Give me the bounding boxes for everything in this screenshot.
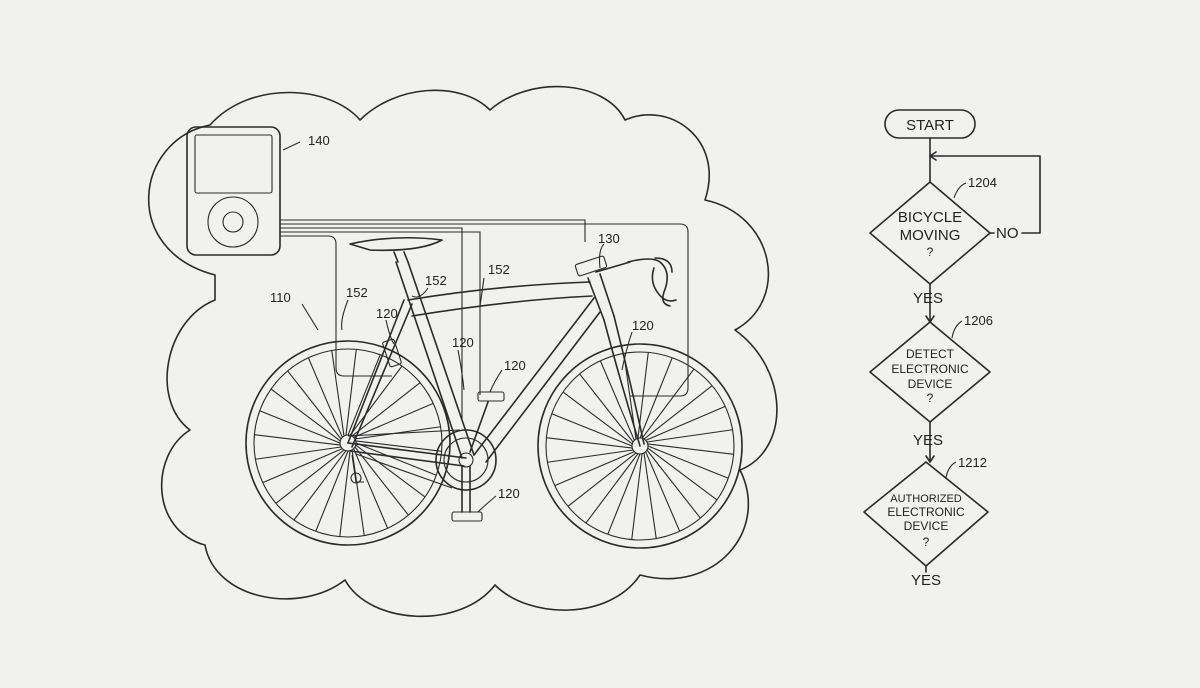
wheel-spoke — [639, 357, 673, 439]
flow-d1-line1: BICYCLE — [898, 209, 962, 226]
flow-yes1-label: YES — [913, 290, 943, 307]
wheel-spoke — [293, 450, 347, 521]
label-leaders — [301, 243, 633, 513]
wheel-spoke — [546, 437, 633, 449]
label-120-crank: 120 — [498, 486, 520, 501]
flow-d2-line1: DETECT — [906, 347, 955, 361]
wheel-spoke — [551, 413, 633, 447]
wheel-spoke — [567, 452, 637, 507]
wheel-spoke — [270, 388, 341, 442]
flow-d1-ref: 1204 — [968, 175, 997, 190]
flow-yes3-label: YES — [911, 572, 941, 589]
wheel-spoke — [647, 447, 718, 501]
wheel-spoke — [554, 451, 635, 487]
wheel-spoke — [646, 449, 701, 519]
wheel-spoke — [547, 449, 634, 463]
wheel-spoke — [585, 453, 639, 524]
flow-d2-ref: 1206 — [964, 313, 993, 328]
label-120-seatstay: 120 — [376, 306, 398, 321]
network-cloud-outline — [147, 85, 778, 618]
flow-start-label: START — [906, 117, 954, 134]
wheel-spoke — [345, 349, 357, 436]
wheel-spoke — [641, 368, 695, 439]
flow-d2-line2: ELECTRONIC — [891, 362, 969, 376]
wheel-spoke — [353, 402, 434, 438]
wheel-spoke — [254, 434, 341, 446]
wheel-spoke — [259, 410, 341, 444]
wheel-spoke — [647, 443, 734, 455]
media-player-device — [186, 126, 301, 256]
label-130: 130 — [598, 231, 620, 246]
flow-no-label: NO — [996, 225, 1019, 242]
label-110: 110 — [270, 290, 291, 305]
flow-d2-line3: DEVICE — [908, 377, 953, 391]
sensor-wires — [280, 219, 689, 420]
flow-d3-line3: DEVICE — [904, 519, 949, 533]
wheel-spoke — [351, 449, 365, 536]
wheel-spoke — [347, 354, 381, 436]
flow-d1-line3: ? — [927, 245, 934, 259]
flow-d3-line1: AUTHORIZED — [890, 493, 962, 505]
wheel-spoke — [643, 385, 713, 440]
bicycle-frame — [347, 236, 677, 467]
flow-yes2-label: YES — [913, 432, 943, 449]
wheel-spoke — [355, 442, 437, 476]
wheel-spoke — [645, 405, 726, 441]
wheel-spoke — [599, 360, 635, 441]
wheel-spoke — [354, 446, 409, 516]
label-140: 140 — [308, 133, 330, 148]
wheel-spoke — [579, 373, 634, 443]
wheel-spoke — [255, 446, 342, 460]
wheel-spoke — [643, 452, 657, 539]
label-152-left: 152 — [346, 285, 368, 300]
wheel-spoke — [607, 453, 641, 535]
label-152-middle: 152 — [425, 273, 447, 288]
wheel-spoke — [275, 449, 345, 504]
label-152-right: 152 — [488, 262, 510, 277]
label-120-seattube: 120 — [452, 335, 474, 350]
click-wheel-icon — [207, 196, 259, 248]
crankset — [347, 391, 505, 522]
wheel-spoke — [331, 350, 345, 437]
wheel-spoke — [645, 451, 681, 532]
flow-d3-line2: ELECTRONIC — [887, 505, 965, 519]
wheel-spoke — [646, 429, 733, 443]
wheel-spoke — [315, 450, 349, 532]
flow-d1-line2: MOVING — [900, 227, 961, 244]
wheel-spoke — [355, 440, 442, 452]
wheel-spoke — [647, 445, 729, 479]
wheel-spoke — [262, 448, 343, 484]
wheel-spoke — [351, 382, 421, 437]
wheel-spoke — [339, 450, 351, 537]
wheel-spoke — [562, 391, 633, 445]
wheel-spoke — [631, 453, 643, 540]
front-wheel — [537, 343, 743, 549]
wheel-spoke — [287, 370, 342, 440]
flow-d3-ref: 1212 — [958, 455, 987, 470]
flow-d2-line4: ? — [927, 391, 934, 405]
flowchart: START BICYCLE MOVING ? 1204 NO YES DETEC… — [863, 109, 1041, 589]
rear-wheel — [245, 340, 451, 546]
wheel-spoke — [353, 448, 389, 529]
wheel-spoke — [307, 357, 343, 438]
label-120-fork: 120 — [632, 318, 654, 333]
label-120-pedal-top: 120 — [504, 358, 526, 373]
wheel-spoke — [349, 365, 403, 436]
flow-d3-line4: ? — [923, 535, 930, 549]
